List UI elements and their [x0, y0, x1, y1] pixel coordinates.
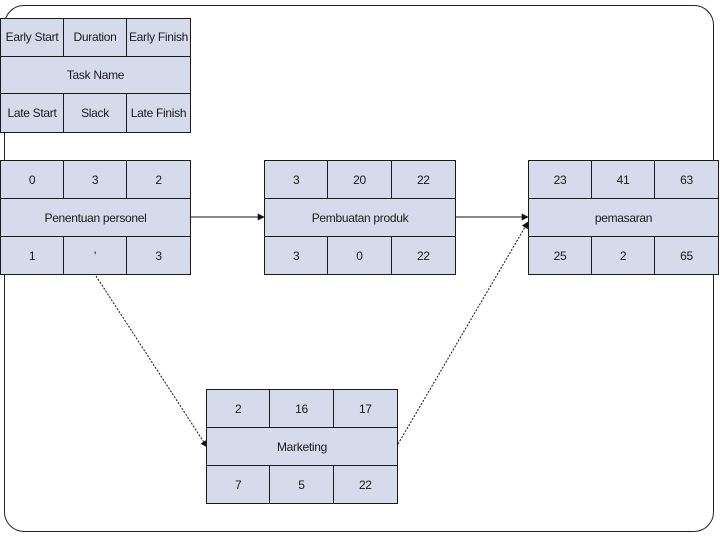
duration-value: 20 — [328, 161, 392, 199]
slack-value: 5 — [270, 466, 334, 503]
early-finish-value: 63 — [655, 161, 718, 199]
duration-value: 16 — [270, 390, 334, 428]
task-node-marketing: 2 16 17 Marketing 7 5 22 — [206, 389, 398, 504]
early-finish-value: 17 — [333, 390, 397, 428]
task-node-penentuan-personel: 0 3 2 Penentuan personel 1 ' 3 — [0, 160, 191, 275]
legend-task-name: Task Name — [1, 57, 190, 95]
duration-value: 3 — [64, 161, 127, 199]
legend-late-finish: Late Finish — [130, 106, 187, 121]
arrow-penentuan-to-marketing — [95, 275, 208, 448]
legend-slack: Slack — [64, 94, 127, 132]
late-start-value: 7 — [207, 466, 271, 503]
late-start-value: 3 — [265, 237, 329, 274]
late-start-value: 25 — [529, 237, 592, 274]
late-finish-value: 65 — [680, 248, 693, 263]
early-finish-value: 2 — [127, 161, 190, 199]
task-name: Pembuatan produk — [265, 199, 455, 237]
early-finish-value: 22 — [391, 161, 455, 199]
legend-early-finish: Early Finish — [127, 19, 190, 57]
late-finish-value: 22 — [416, 248, 430, 263]
legend-node: Early Start Duration Early Finish Task N… — [0, 18, 191, 133]
task-node-pembuatan-produk: 3 20 22 Pembuatan produk 3 0 22 — [264, 160, 456, 275]
legend-early-start: Early Start — [1, 19, 64, 57]
late-start-value: 1 — [1, 237, 64, 274]
task-node-pemasaran: 23 41 63 pemasaran 25 2 65 — [528, 160, 719, 275]
early-start-value: 23 — [529, 161, 592, 199]
task-name: pemasaran — [529, 199, 718, 237]
late-finish-value: 22 — [358, 477, 372, 492]
arrow-marketing-to-pemasaran — [397, 221, 529, 445]
early-start-value: 0 — [1, 161, 64, 199]
duration-value: 41 — [592, 161, 655, 199]
legend-late-start: Late Start — [1, 94, 64, 132]
early-start-value: 2 — [207, 390, 271, 428]
late-finish-value: 3 — [155, 248, 162, 263]
task-name: Penentuan personel — [1, 199, 190, 237]
task-name: Marketing — [207, 428, 397, 466]
slack-value: 2 — [592, 237, 655, 274]
legend-duration: Duration — [64, 19, 127, 57]
slack-value: 0 — [328, 237, 392, 274]
early-start-value: 3 — [265, 161, 329, 199]
slack-value: ' — [64, 237, 127, 274]
